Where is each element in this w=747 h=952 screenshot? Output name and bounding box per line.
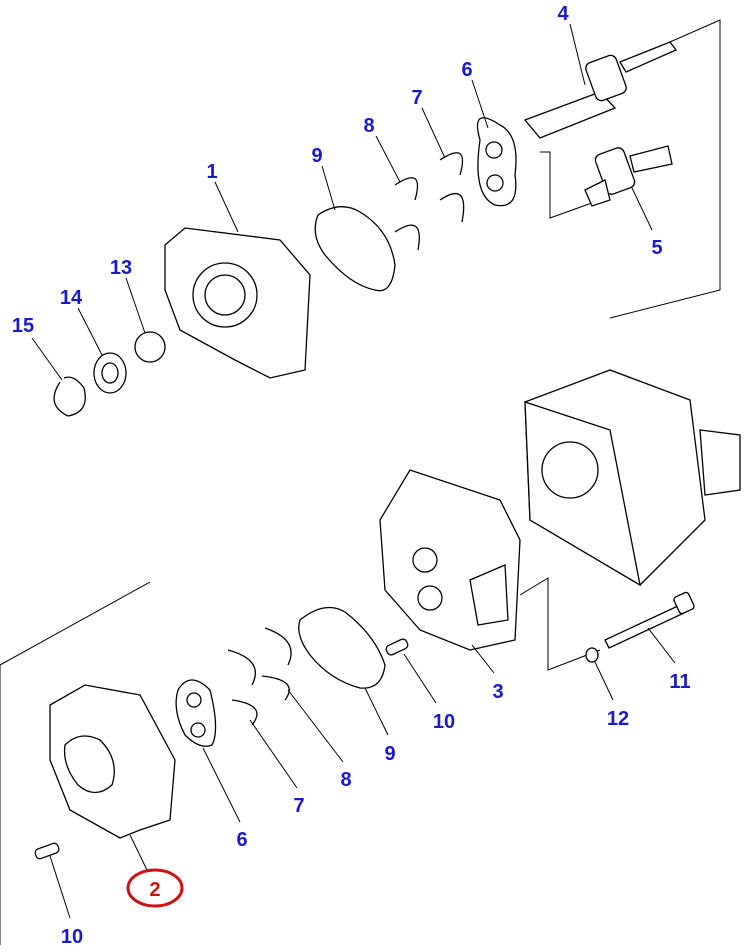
part-12-washer[interactable] (585, 647, 599, 663)
callout-9-top[interactable]: 9 (311, 145, 322, 167)
callout-6-top[interactable]: 6 (461, 59, 472, 81)
callout-14[interactable]: 14 (60, 287, 83, 309)
callout-3[interactable]: 3 (492, 681, 503, 703)
group-bracket-top (609, 19, 721, 319)
callout-8-bottom[interactable]: 8 (340, 769, 351, 791)
part-2-plate[interactable] (49, 684, 176, 839)
part-10-dowel-pin-bottom[interactable] (34, 842, 60, 860)
part-6-plate-bottom[interactable] (175, 679, 217, 747)
callout-15[interactable]: 15 (12, 315, 34, 337)
callout-1[interactable]: 1 (206, 161, 217, 183)
part-7-seal-top[interactable] (439, 152, 465, 223)
callout-4[interactable]: 4 (557, 3, 569, 25)
part-1-front-cover[interactable] (164, 227, 311, 379)
part-15-snap-ring[interactable] (53, 376, 86, 417)
part-10-dowel-pin-mid[interactable] (385, 638, 409, 656)
leader-lines (31, 23, 676, 919)
part-14-bearing[interactable] (93, 352, 127, 394)
callout-11[interactable]: 11 (669, 671, 690, 693)
part-13-o-ring[interactable] (134, 331, 166, 363)
part-3-gear-case[interactable] (379, 469, 521, 651)
callout-7-top[interactable]: 7 (411, 87, 422, 109)
part-8-seal-bottom[interactable] (261, 627, 292, 701)
callout-9-bottom[interactable]: 9 (384, 743, 395, 765)
part-7-seal-bottom[interactable] (227, 649, 258, 726)
part-5-driven-gear[interactable] (584, 145, 673, 207)
highlight-circle (126, 868, 184, 908)
pump-assembly-body (524, 369, 741, 587)
group-bracket-shaft (540, 151, 601, 219)
part-9-gasket-bottom[interactable] (298, 606, 386, 689)
part-9-gasket-top[interactable] (314, 206, 396, 292)
part-11-bolt[interactable] (604, 591, 695, 649)
part-4-drive-gear-shaft[interactable] (523, 41, 678, 139)
callout-5[interactable]: 5 (651, 237, 662, 259)
group-bracket-left (0, 581, 151, 945)
callout-8-top[interactable]: 8 (363, 115, 374, 137)
callout-13[interactable]: 13 (110, 257, 132, 279)
callout-2-highlighted[interactable]: 2 (149, 879, 160, 901)
callout-7-bottom[interactable]: 7 (293, 795, 304, 817)
callout-10-bottom[interactable]: 10 (61, 926, 83, 948)
part-8-seal-top[interactable] (394, 177, 420, 251)
group-bracket-bottom (519, 577, 601, 671)
part-6-plate-top[interactable] (476, 117, 517, 207)
callout-10-mid[interactable]: 10 (433, 711, 455, 733)
callout-12[interactable]: 12 (607, 708, 629, 730)
callout-6-bottom[interactable]: 6 (236, 829, 247, 851)
